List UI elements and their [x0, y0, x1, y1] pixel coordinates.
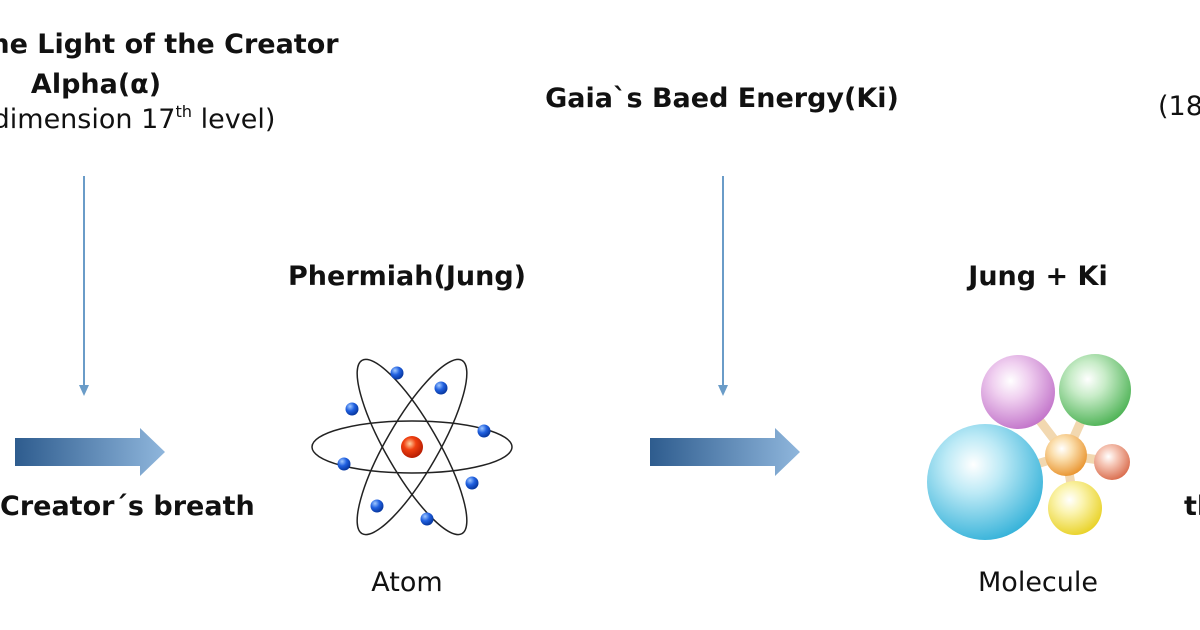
atom-orbit-horizontal [311, 420, 513, 474]
atom-orbit-60 [356, 358, 468, 536]
electron [477, 424, 491, 438]
creator-light-title: the Light of the Creator [0, 29, 339, 60]
electron [337, 457, 351, 471]
atom-orbit-minus60 [356, 358, 468, 536]
electron [390, 366, 404, 380]
atom-caption: Atom [371, 567, 443, 598]
down-arrow-left [79, 176, 89, 396]
cut-off-right-bottom-text: th [1184, 491, 1200, 522]
dimension-level-prefix: dimension 17 [0, 104, 176, 135]
molecule-sphere-salmon [1094, 444, 1130, 480]
gaia-energy-title: Gaia`s Baed Energy(Ki) [545, 83, 899, 114]
electron [434, 381, 448, 395]
jung-ki-title: Jung + Ki [968, 261, 1108, 292]
atom-icon [311, 358, 513, 536]
cut-off-right-top-text: (18 [1158, 91, 1200, 122]
molecule-caption: Molecule [978, 567, 1098, 598]
creator-breath-caption: Creator´s breath [0, 491, 255, 522]
dimension-level-text: dimension 17th level) [0, 103, 276, 135]
electron [420, 512, 434, 526]
atom-nucleus [401, 436, 423, 458]
block-arrow-middle [650, 428, 800, 476]
molecule-sphere-yellow [1048, 481, 1102, 535]
dimension-level-suffix: level) [192, 104, 276, 135]
phermiah-title: Phermiah(Jung) [288, 261, 526, 292]
molecule-icon [927, 354, 1131, 540]
electron [370, 499, 384, 513]
molecule-sphere-cyan [927, 424, 1043, 540]
electron [345, 402, 359, 416]
electron [465, 476, 479, 490]
molecule-sphere-center [1045, 434, 1087, 476]
down-arrow-middle [718, 176, 728, 396]
block-arrow-left [15, 428, 165, 476]
dimension-level-sup: th [175, 101, 193, 121]
molecule-sphere-green [1059, 354, 1131, 426]
alpha-title: Alpha(α) [30, 69, 162, 100]
molecule-sphere-pink [981, 355, 1055, 429]
